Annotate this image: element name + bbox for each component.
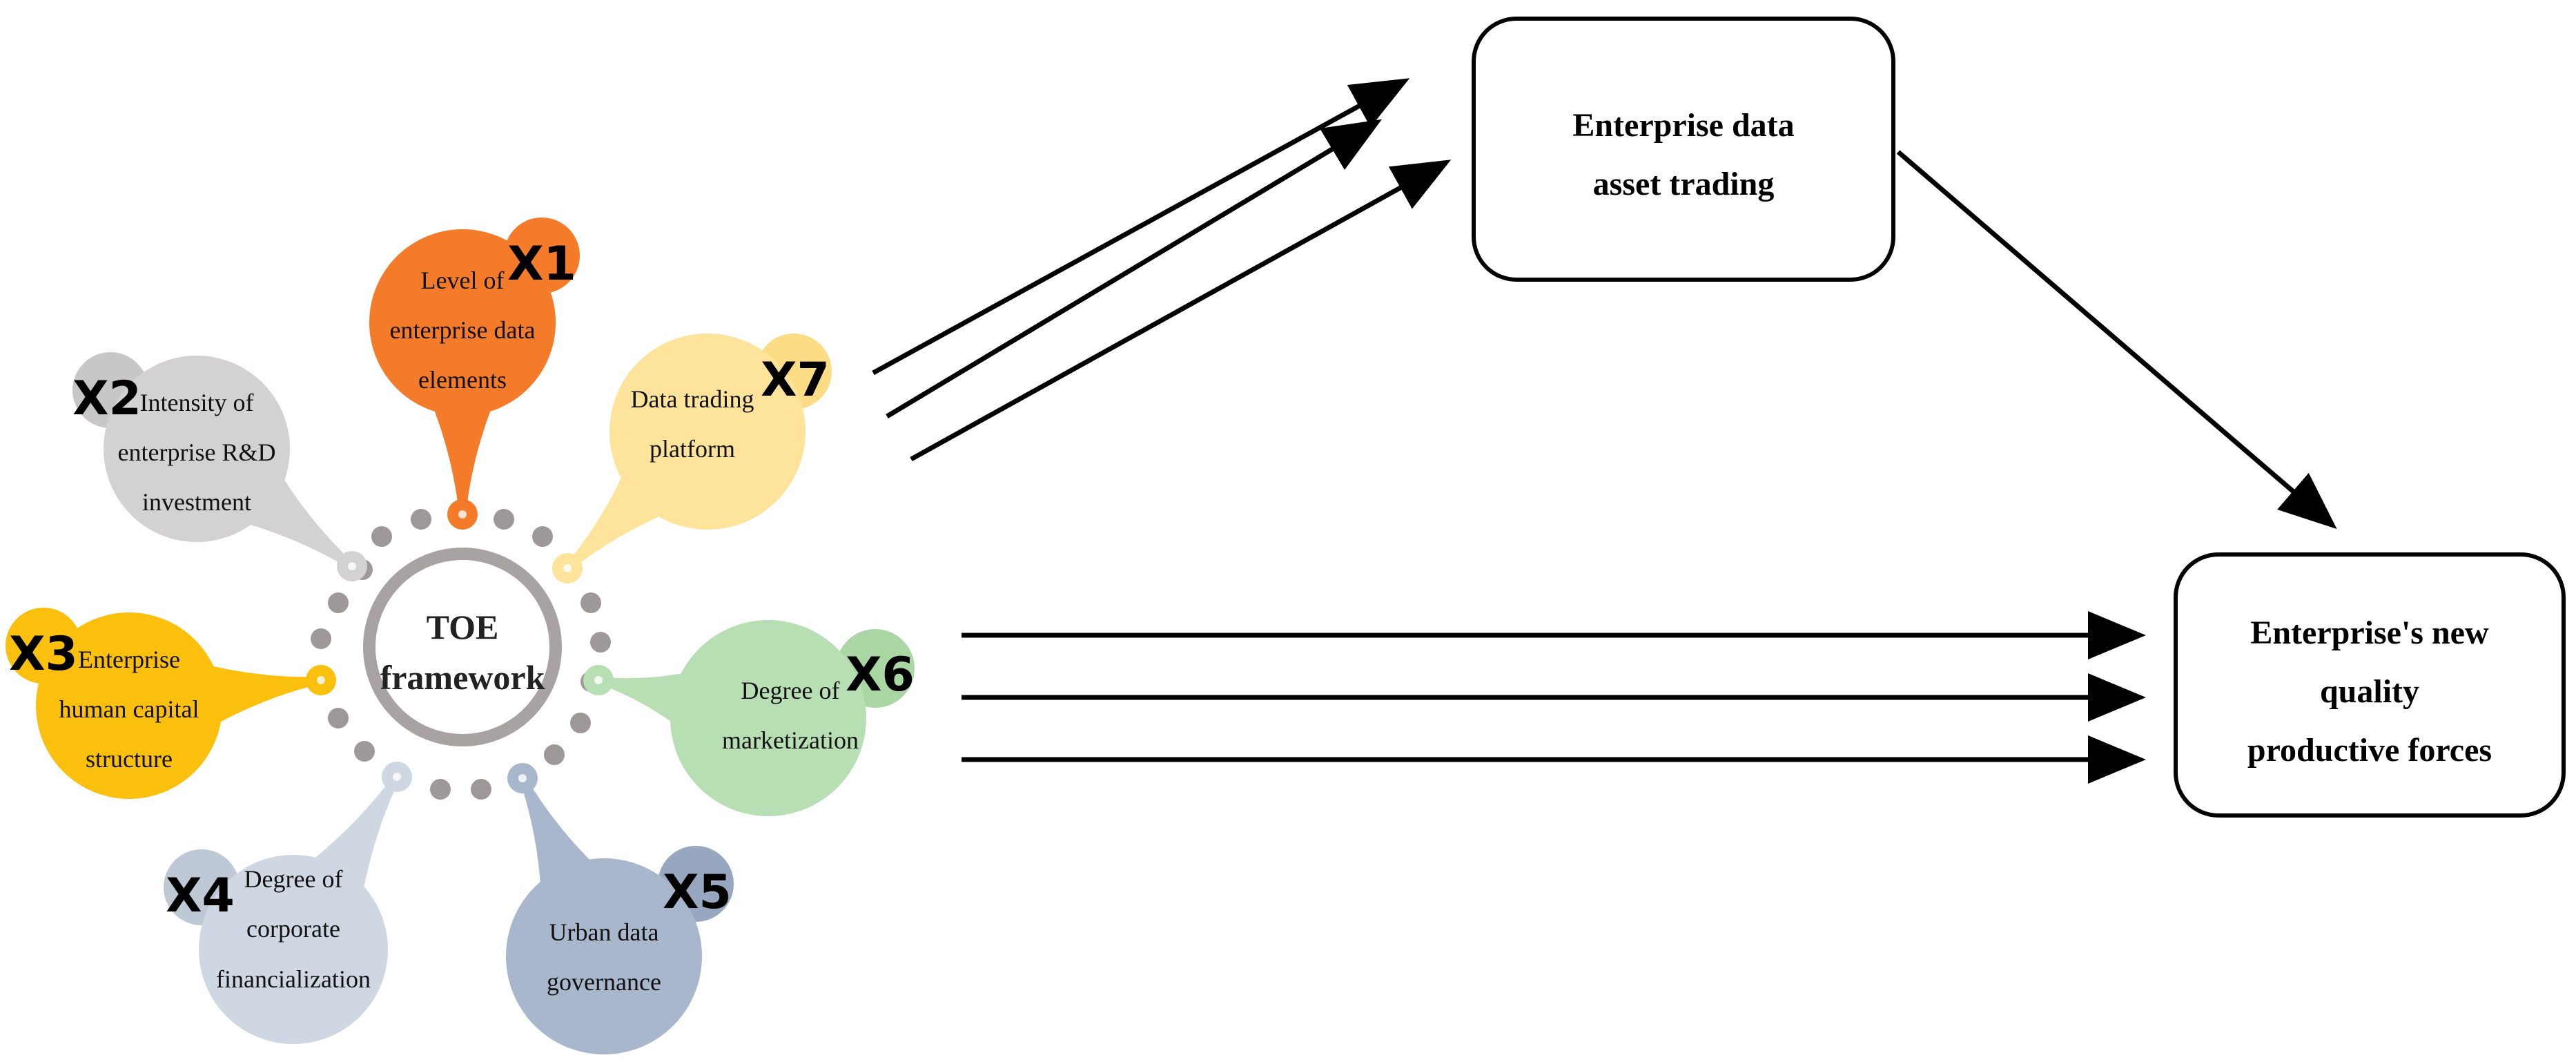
factor-text-line: Degree of (741, 677, 840, 704)
factor-bubble (36, 612, 222, 799)
toe-center: TOE framework (363, 548, 562, 746)
factor-id-label: X5 (663, 865, 732, 920)
factor-text-line: enterprise R&D (118, 438, 276, 466)
factor-text-line: investment (142, 488, 251, 516)
ring-dot (354, 741, 375, 762)
factor-node-center (518, 774, 527, 782)
arrow-toe-to-mediator-3 (910, 160, 1452, 462)
ring-dot (580, 592, 601, 613)
ring-dot (311, 628, 331, 649)
factor-id-label: X2 (72, 371, 142, 426)
ring-dot (570, 713, 591, 733)
factor-bubble (369, 229, 556, 416)
factor-text-line: corporate (246, 915, 340, 943)
factor-text-line: enterprise data (390, 316, 536, 344)
factor-node-center (458, 510, 467, 519)
ring-dot (532, 526, 553, 547)
factor-text-line: elements (418, 366, 507, 394)
toe-title-line1: TOE (427, 608, 499, 646)
mediator-box: Enterprise data asset trading (1472, 17, 1895, 282)
outcome-label-line1: Enterprise's new (2250, 615, 2489, 651)
outcome-label-line2: quality (2320, 673, 2419, 710)
factor-bubble (199, 855, 388, 1044)
factor-node-center (563, 564, 572, 572)
factor-text-line: human capital (59, 695, 199, 723)
factor-node-center (348, 562, 356, 570)
ring-dot (371, 526, 392, 547)
factor-id-label: X1 (507, 237, 576, 291)
arrow-toe-to-mediator-2 (886, 119, 1383, 419)
factor-id-label: X7 (761, 353, 830, 407)
factor-text-line: Enterprise (78, 646, 180, 673)
factor-text-line: Intensity of (140, 389, 254, 416)
factor-id-label: X4 (166, 869, 235, 923)
mediator-rect (1472, 17, 1895, 282)
ring-dot (471, 779, 491, 800)
mediator-label-line1: Enterprise data (1572, 107, 1794, 144)
factor-bubble (670, 620, 866, 816)
factor-text-line: Urban data (549, 918, 659, 946)
ring-dot (494, 509, 514, 530)
factor-node-center (317, 676, 325, 684)
factor-bubble (104, 356, 290, 542)
outcome-label-line3: productive forces (2247, 732, 2492, 769)
outcome-rect (2174, 552, 2566, 818)
factor-text-line: financialization (216, 965, 371, 993)
ring-dot (411, 509, 431, 530)
mediator-label-line2: asset trading (1593, 166, 1775, 202)
factor-text-line: platform (650, 435, 735, 463)
ring-dot (590, 632, 611, 653)
factor-text-line: Data trading (631, 385, 754, 413)
factor-id-label: X6 (846, 648, 915, 702)
arrow-toe-to-mediator-1 (872, 78, 1410, 376)
ring-dot (544, 744, 565, 765)
factor-text-line: marketization (722, 726, 859, 754)
factor-id-label: X3 (9, 627, 78, 682)
arrows (872, 78, 2337, 784)
factor-text-line: Level of (421, 267, 505, 294)
factor-bubble (506, 858, 702, 1054)
factor-node-center (594, 676, 603, 684)
factor-text-line: structure (86, 745, 173, 773)
factor-bubble (609, 334, 806, 530)
factor-x4: X4 Degree of corporate financialization (164, 762, 412, 1044)
toe-title-line2: framework (380, 658, 545, 697)
factor-text-line: Degree of (244, 865, 343, 893)
ring-dot (328, 708, 349, 728)
outcome-box: Enterprise's new quality productive forc… (2174, 552, 2566, 818)
ring-dot (430, 779, 451, 800)
factor-text-line: governance (547, 968, 661, 996)
arrow-mediator-to-outcome (1896, 150, 2337, 530)
factor-node-center (393, 773, 401, 781)
ring-dot (328, 592, 349, 613)
toe-ring (363, 548, 562, 746)
